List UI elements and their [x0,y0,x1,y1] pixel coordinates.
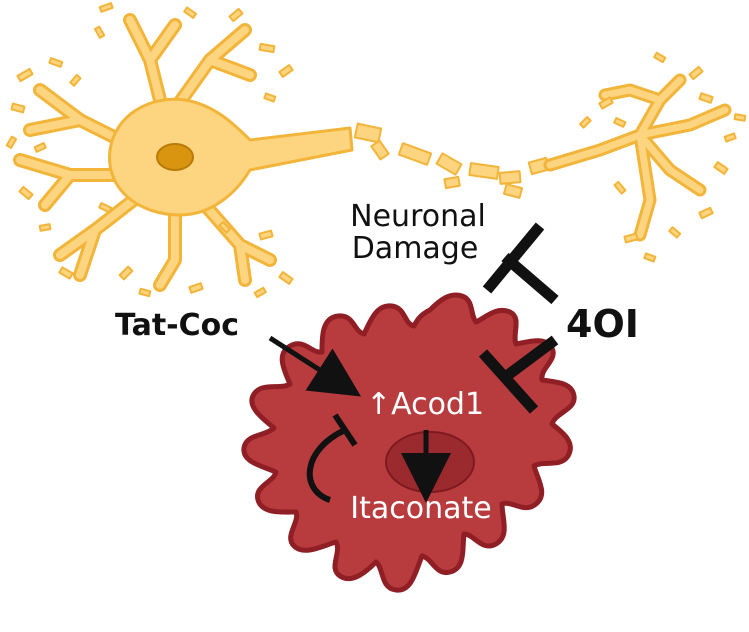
pathway-edges [268,222,559,503]
neuron-dendrite-fragments [5,2,294,299]
tat-coc-arrow [268,335,362,397]
neuron-axon-terminal [543,73,732,242]
4oi-inhibits-neuronal-damage-bar [482,222,545,294]
pathway-labels: Neuronal Damage Tat-Coc 4OI ↑Acod1 Itaco… [115,199,639,526]
microglia-nucleus [385,431,475,493]
4oi-inhibits-acod1-line [504,335,559,380]
neuron-terminal-fragments [579,51,747,263]
neuron-dendrites [13,13,277,292]
tat-coc-label: Tat-Coc [115,308,239,343]
neuronal-damage-label-line1: Neuronal [350,199,486,234]
4oi-inhibits-acod1-bar [478,349,539,414]
neuron-nucleus [156,143,194,171]
acod1-label: ↑Acod1 [366,387,484,422]
neuron-axon-fragments [353,122,551,199]
microglia-icon [241,292,577,593]
inhibitor-4oi-label: 4OI [566,302,639,346]
itaconate-label: Itaconate [350,491,491,526]
neuron-soma [108,97,354,217]
neuron-icon [5,2,747,299]
neuronal-damage-label-line2: Damage [352,231,479,266]
itaconate-feedback-bar [332,413,358,447]
itaconate-feedback-inhibition [306,427,347,503]
